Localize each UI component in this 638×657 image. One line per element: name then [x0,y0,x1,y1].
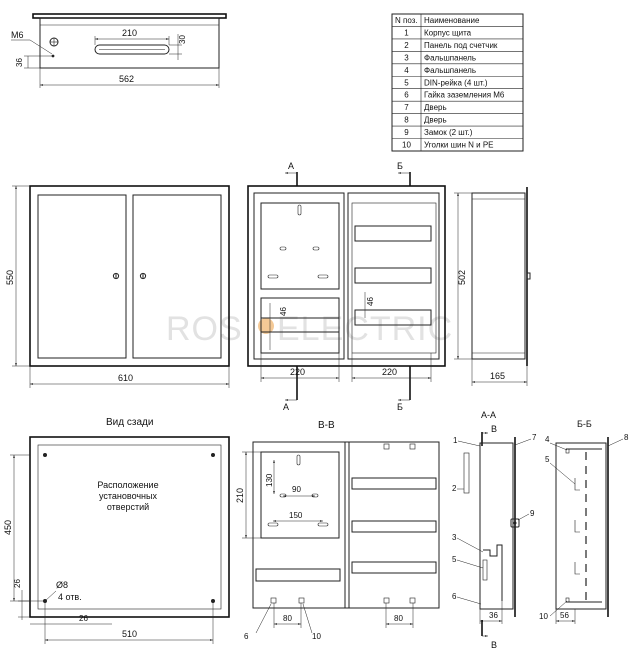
dim-130: 130 [265,473,274,487]
dim-26-vertical: 26 [13,579,22,588]
cable-slot [94,44,170,55]
table-row-name: Гайка заземления М6 [424,91,505,100]
table-row-num: 4 [404,66,409,75]
table-row-name: Дверь [424,103,447,112]
side-view: 502 165 [454,187,531,386]
mount-hole [43,453,47,457]
meter-panel [260,202,340,290]
dim-36-top: 36 [15,58,24,67]
vv-view-title: В-В [318,420,335,431]
table-row-name: Замок (2 шт.) [424,128,473,137]
watermark-right: ELECTRIC [277,310,453,348]
open-view: 46 46 А А Б Б 220 220 [247,161,446,412]
table-row-num: 8 [404,116,409,125]
dim-36-aa: 36 [489,611,498,620]
dim-610: 610 [118,373,133,383]
pos-8: 8 [624,433,629,442]
table-row-name: Дверь [424,116,447,125]
door-left [37,194,127,359]
dim-80-right: 80 [394,614,403,623]
dim-56: 56 [560,611,569,620]
pos-5: 5 [452,555,457,564]
bb-section: Б-Б 4 5 8 10 56 [539,419,629,624]
bb-title: Б-Б [577,419,592,429]
table-row-name: Корпус щита [424,28,472,37]
section-a-bottom: А [283,402,289,412]
section-v-bottom: В [491,640,497,650]
dim-90: 90 [292,485,301,494]
aa-title: А-А [481,410,496,420]
pos-9: 9 [530,509,535,518]
dim-46-right: 46 [366,297,375,306]
table-row-num: 5 [404,78,409,87]
pos-4: 4 [545,435,550,444]
dim-220-right: 220 [382,367,397,377]
dim-165: 165 [490,371,505,381]
section-b-top: Б [397,161,403,171]
door-right [132,194,222,359]
dim-550: 550 [5,270,15,285]
dim-210-vv: 210 [235,488,245,503]
pos-6-vv: 6 [244,632,249,641]
table-row-name: Панель под счетчик [424,41,498,50]
table-row-name: Уголки шин N и PE [424,141,494,150]
dim-210-top: 210 [122,28,137,38]
table-header-num: N поз. [395,16,418,25]
dim-502: 502 [457,270,467,285]
section-b-bottom: Б [397,402,403,412]
table-row-name: Фальшпанель [424,66,476,75]
table-row-name: DIN-рейка (4 шт.) [424,78,488,87]
dim-46-left: 46 [279,307,288,316]
watermark: ROS ELECTRIC [166,310,453,348]
table-row-num: 6 [404,91,409,100]
table-row-num: 2 [404,41,409,50]
dim-220-left: 220 [290,367,305,377]
dim-80-left: 80 [283,614,292,623]
hole-count: 4 отв. [58,592,82,602]
front-view: 550 610 [5,185,230,388]
dim-30-top: 30 [178,35,187,44]
table-row-num: 3 [404,53,409,62]
hinge-icon [526,272,531,280]
table-row-name: Фальшпанель [424,53,476,62]
pos-10-bb: 10 [539,612,548,621]
dim-450: 450 [3,520,13,535]
pos-2: 2 [452,484,457,493]
pos-10-vv: 10 [312,632,321,641]
dim-150: 150 [289,511,303,520]
aa-section: А-А В 1 2 3 5 6 7 9 36 В [452,410,537,650]
pos-1: 1 [453,436,458,445]
section-a-top: А [288,161,294,171]
table-row-num: 1 [404,28,409,37]
table-header-name: Наименование [424,16,480,25]
parts-table: N поз. Наименование 1 Корпус щита 2 Панель … [391,13,524,152]
section-v-top: В [491,424,497,434]
table-row-num: 9 [404,128,409,137]
pos-3: 3 [452,533,457,542]
pos-5-bb: 5 [545,455,550,464]
watermark-left: ROS [166,310,243,348]
dim-510: 510 [122,629,137,639]
pos-6: 6 [452,592,457,601]
lock-icon [112,272,120,280]
hole-diameter: Ø8 [56,580,68,590]
dim-26-horizontal: 26 [79,614,88,623]
dim-562-top: 562 [119,74,134,84]
lock-icon [139,272,147,280]
pos-7: 7 [532,433,537,442]
top-view: М6 36 210 30 562 [11,13,227,88]
mount-hole [211,453,215,457]
vv-view: В-В 210 130 90 150 [235,420,440,641]
m6-label: М6 [11,30,24,40]
table-row-num: 7 [404,103,409,112]
table-row-num: 10 [402,141,411,150]
back-view-title: Вид сзади [106,417,153,428]
